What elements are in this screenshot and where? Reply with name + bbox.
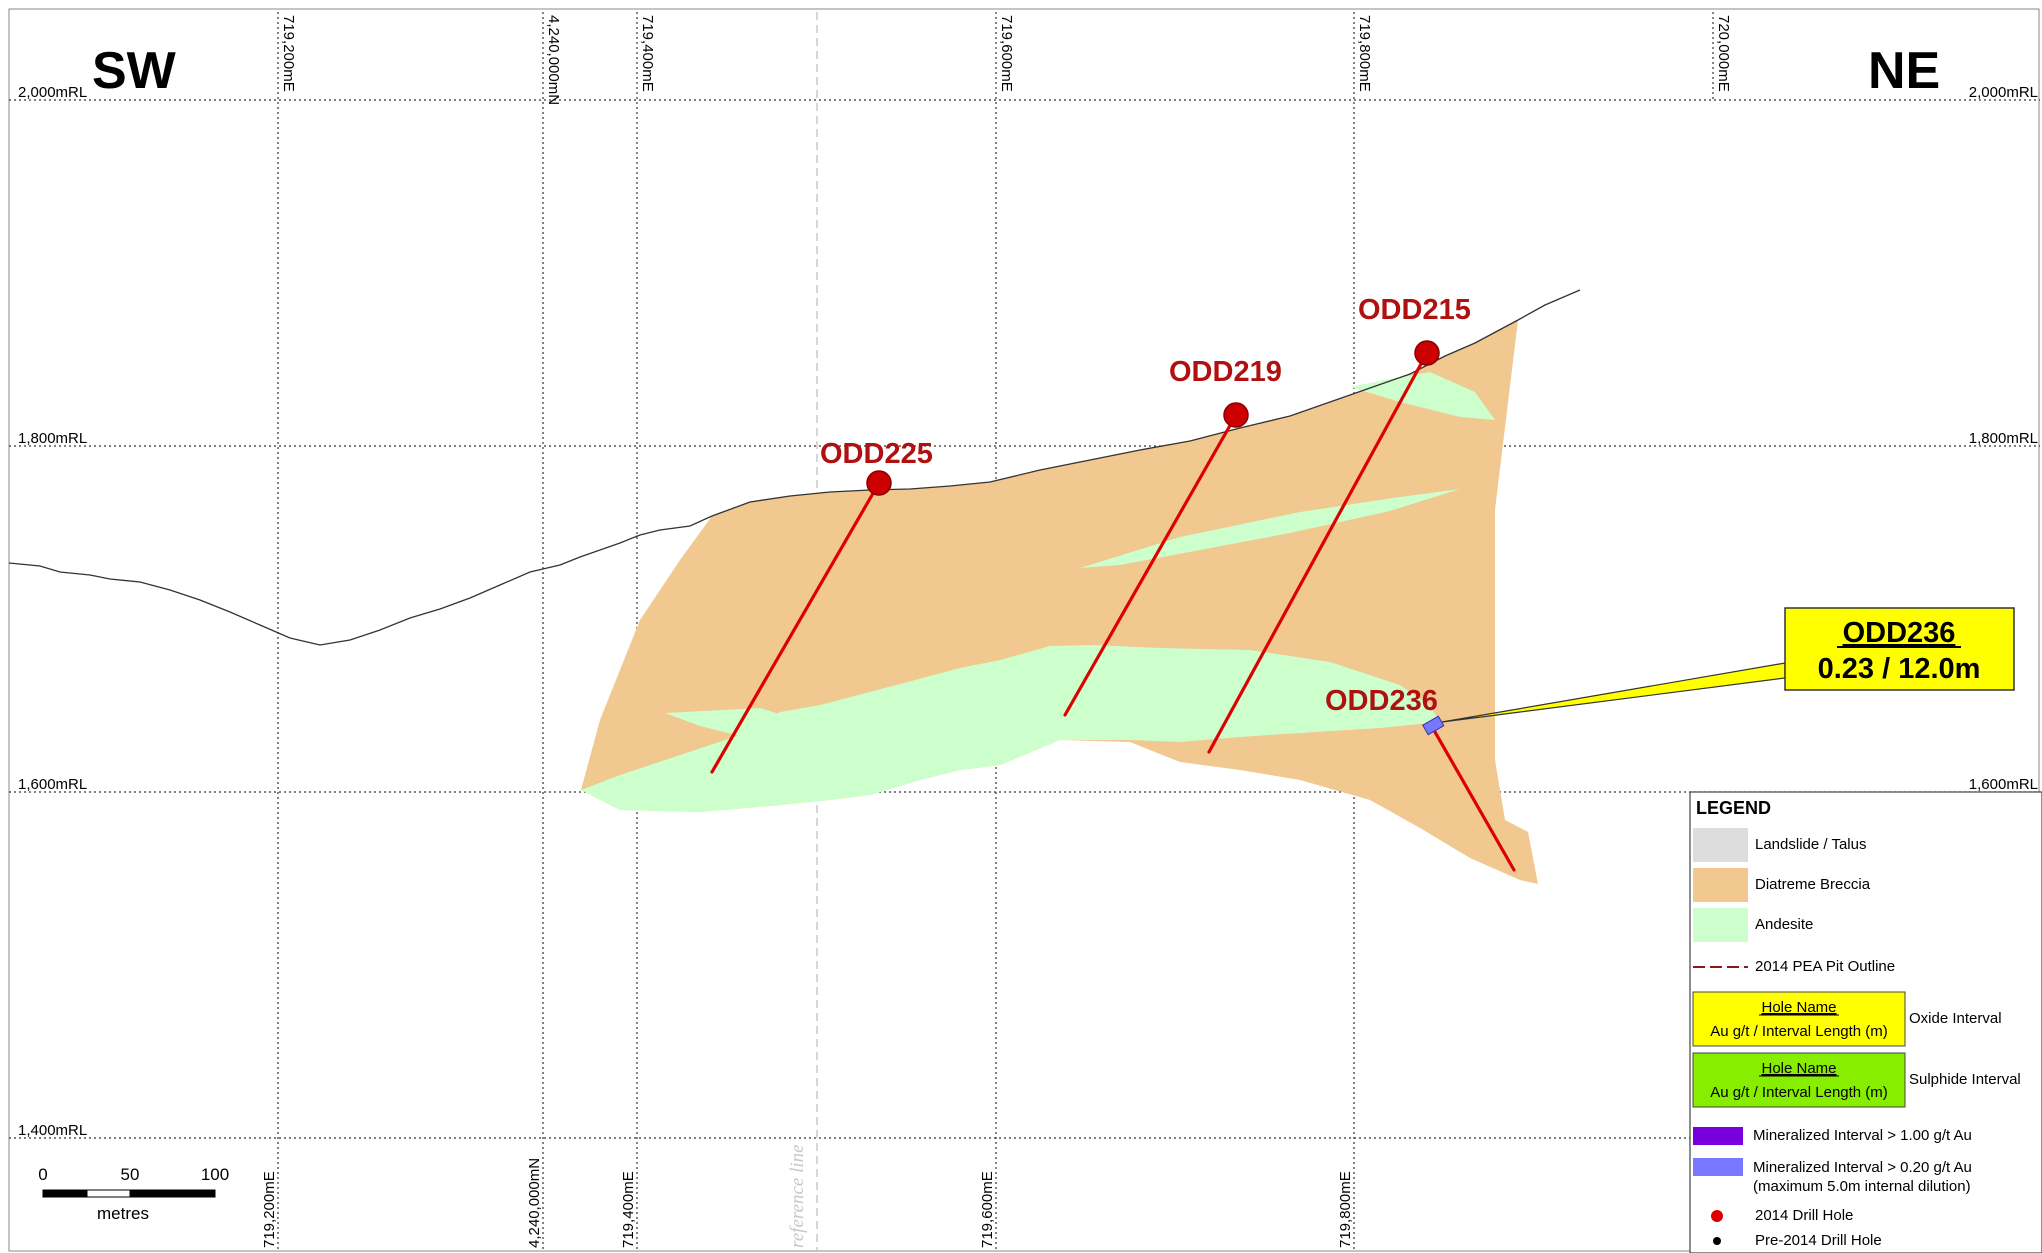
legend-label-2014-drill: 2014 Drill Hole	[1755, 1207, 1853, 1224]
legend-swatch-andesite	[1693, 908, 1748, 942]
callout-box	[1784, 607, 2015, 691]
elev-right-1600: 1,600mRL	[1969, 776, 2038, 793]
legend: LEGEND Landslide / Talus Diatreme Brecci…	[1689, 791, 2042, 1253]
easting-labels-top: 719,200mE 4,240,000mN 719,400mE 719,600m…	[280, 15, 1732, 105]
andesite-upper-lens	[1350, 372, 1495, 420]
direction-ne: NE	[1868, 42, 1940, 100]
legend-swatch-min-low	[1693, 1158, 1743, 1176]
legend-oxide-box	[1692, 991, 1906, 1047]
elev-left-1400: 1,400mRL	[18, 1122, 87, 1139]
drill-trace-odd236	[1429, 723, 1516, 872]
drill-traces	[710, 351, 1516, 872]
elev-left-2000: 2,000mRL	[18, 84, 87, 101]
top-label-4240000: 4,240,000mN	[545, 15, 562, 105]
top-label-719400: 719,400mE	[639, 15, 656, 92]
legend-title: LEGEND	[1696, 798, 1771, 818]
easting-gridlines	[277, 12, 1714, 1250]
bottom-label-719600: 719,600mE	[979, 1171, 996, 1248]
collar-odd219	[1223, 402, 1249, 428]
easting-labels-bottom: 719,200mE 4,240,000mN 719,400mE 719,600m…	[261, 1158, 1354, 1248]
collar-odd225	[866, 470, 892, 496]
top-label-719600: 719,600mE	[998, 15, 1015, 92]
top-label-720000: 720,000mE	[1715, 15, 1732, 92]
legend-label-pre2014-drill: Pre-2014 Drill Hole	[1755, 1232, 1882, 1249]
legend-sulphide-box	[1692, 1052, 1906, 1108]
elev-left-1800: 1,800mRL	[18, 430, 87, 447]
legend-label-min-high: Mineralized Interval > 1.00 g/t Au	[1753, 1127, 1972, 1144]
drill-trace-odd225	[710, 481, 881, 774]
elev-left-1600: 1,600mRL	[18, 776, 87, 793]
bottom-label-719200: 719,200mE	[261, 1171, 278, 1248]
mineralized-interval-odd236	[1422, 715, 1445, 736]
bottom-label-4240000: 4,240,000mN	[526, 1158, 543, 1248]
reference-line-label: reference line	[787, 1144, 808, 1248]
legend-oxide-box-name: Hole Name	[1761, 999, 1836, 1016]
hole-label-odd236: ODD236	[1325, 685, 1438, 717]
drill-trace-odd219	[1063, 413, 1238, 717]
legend-symbol-pre2014-drill	[1713, 1237, 1721, 1245]
top-label-719200: 719,200mE	[280, 15, 297, 92]
legend-swatch-breccia	[1693, 868, 1748, 902]
elevation-labels-left: 2,000mRL 1,800mRL 1,600mRL 1,400mRL	[18, 84, 87, 1139]
legend-oxide-box-value: Au g/t / Interval Length (m)	[1710, 1023, 1888, 1040]
andesite-wedge-sliver	[665, 708, 825, 741]
hole-label-odd219: ODD219	[1169, 356, 1282, 388]
legend-label-breccia: Diatreme Breccia	[1755, 876, 1871, 893]
elev-right-2000: 2,000mRL	[1969, 84, 2038, 101]
scale-segment-2	[86, 1189, 131, 1198]
legend-sulphide-box-name: Hole Name	[1761, 1060, 1836, 1077]
legend-sulphide-box-value: Au g/t / Interval Length (m)	[1710, 1084, 1888, 1101]
bottom-label-719800: 719,800mE	[1337, 1171, 1354, 1248]
scale-segment-1	[42, 1189, 88, 1198]
bottom-label-719400: 719,400mE	[620, 1171, 637, 1248]
legend-label-min-low: Mineralized Interval > 0.20 g/t Au	[1753, 1159, 1972, 1176]
scale-tick-50: 50	[121, 1165, 140, 1184]
hole-label-odd215: ODD215	[1358, 294, 1471, 326]
legend-label-sulphide: Sulphide Interval	[1909, 1071, 2021, 1088]
elevation-gridlines	[9, 99, 2040, 1139]
drill-collars	[866, 340, 1440, 496]
elevation-labels-right: 2,000mRL 1,800mRL 1,600mRL	[1969, 84, 2038, 793]
legend-label-min-low-note: (maximum 5.0m internal dilution)	[1753, 1178, 1971, 1195]
legend-swatch-min-high	[1693, 1127, 1743, 1145]
collar-odd215	[1414, 340, 1440, 366]
map-frame	[8, 8, 2040, 1252]
topography-line	[8, 289, 1581, 646]
scale-tick-100: 100	[201, 1165, 229, 1184]
legend-symbol-2014-drill	[1711, 1210, 1723, 1222]
callout-interval: 0.23 / 12.0m	[1818, 653, 1981, 685]
scale-tick-0: 0	[38, 1165, 47, 1184]
hole-labels: ODD225 ODD219 ODD215 ODD236	[820, 294, 1471, 717]
callout-hole-name: ODD236	[1843, 617, 1956, 649]
elev-right-1800: 1,800mRL	[1969, 430, 2038, 447]
drill-trace-odd215	[1207, 351, 1429, 754]
legend-label-pit-outline: 2014 PEA Pit Outline	[1755, 958, 1895, 975]
scale-unit: metres	[97, 1204, 149, 1223]
legend-swatch-landslide	[1693, 828, 1748, 862]
top-label-719800: 719,800mE	[1356, 15, 1373, 92]
andesite-lower-lens	[581, 645, 1440, 812]
legend-label-oxide: Oxide Interval	[1909, 1010, 2002, 1027]
scale-bar: 0 50 100 metres	[38, 1165, 229, 1223]
scale-segment-3	[129, 1189, 216, 1198]
andesite-middle-lens	[1080, 489, 1460, 568]
legend-label-andesite: Andesite	[1755, 916, 1813, 933]
direction-sw: SW	[92, 42, 177, 100]
legend-label-landslide: Landslide / Talus	[1755, 836, 1866, 853]
hole-label-odd225: ODD225	[820, 438, 933, 470]
